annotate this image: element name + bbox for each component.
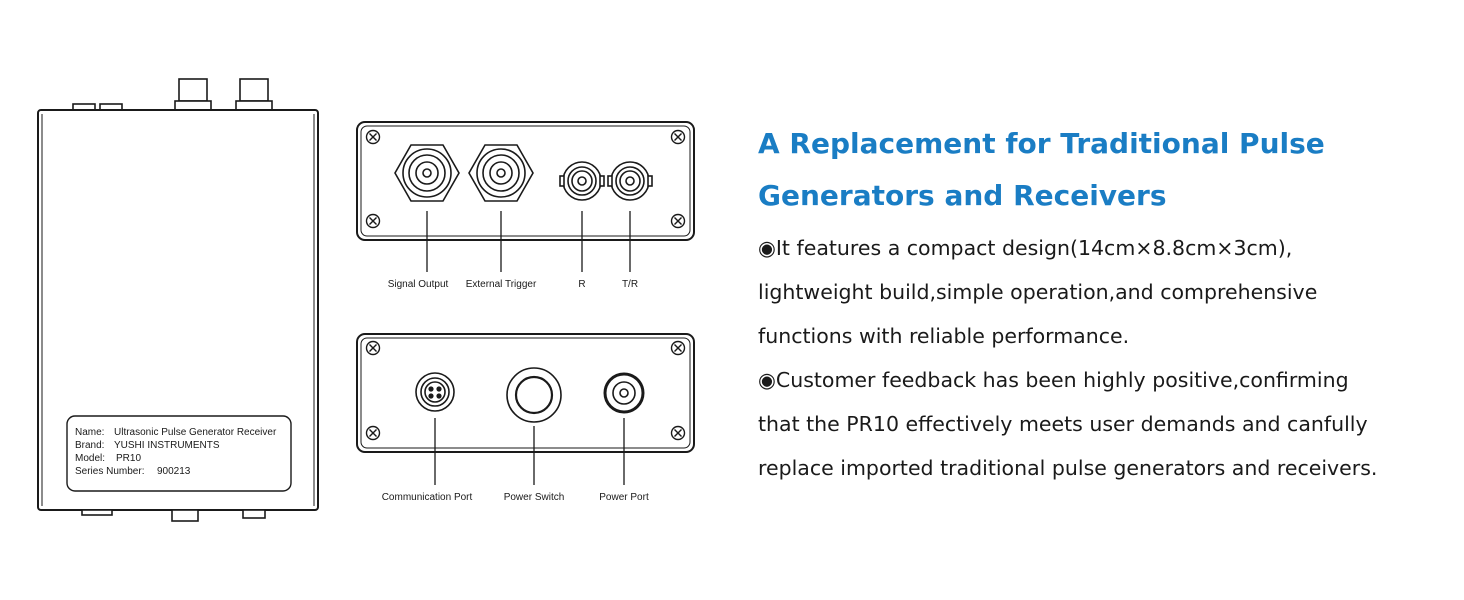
r-connector	[559, 161, 605, 201]
communication-port	[415, 372, 455, 412]
bottom-foot-right	[242, 509, 266, 519]
external-trigger-connector	[468, 144, 534, 202]
headline-line-1: A Replacement for Traditional Pulse	[758, 127, 1325, 160]
back-panel-labels: Communication Port Power Switch Power Po…	[382, 492, 649, 503]
nameplate-name-value: Ultrasonic Pulse Generator Receiver	[114, 427, 277, 438]
nameplate-name-key: Name:	[75, 427, 104, 438]
nameplate-series-key: Series Number:	[75, 466, 144, 477]
headline: A Replacement for Traditional Pulse Gene…	[758, 118, 1438, 222]
body-line-2: lightweight build,simple operation,and c…	[758, 280, 1318, 304]
screw-icon	[365, 425, 381, 441]
label-external-trigger: External Trigger	[466, 279, 537, 290]
screw-icon	[670, 340, 686, 356]
top-bnc-connector-2	[235, 78, 273, 111]
body-line-6: replace imported traditional pulse gener…	[758, 456, 1378, 480]
screw-icon	[365, 340, 381, 356]
label-signal-output: Signal Output	[388, 279, 449, 290]
label-tr: T/R	[622, 279, 638, 290]
label-r: R	[578, 279, 585, 290]
back-panel-leader-lines	[434, 418, 625, 485]
label-power-port: Power Port	[599, 492, 649, 503]
label-power-switch: Power Switch	[504, 492, 565, 503]
power-switch	[506, 367, 562, 423]
headline-line-2: Generators and Receivers	[758, 179, 1167, 212]
bottom-foot-left	[81, 509, 113, 516]
body-line-4: ◉Customer feedback has been highly posit…	[758, 368, 1349, 392]
nameplate-text: Name: Ultrasonic Pulse Generator Receive…	[75, 427, 277, 477]
nameplate-model-value: PR10	[116, 453, 141, 464]
nameplate-brand-key: Brand:	[75, 440, 104, 451]
device-side-view	[37, 78, 319, 522]
body-line-1: ◉It features a compact design(14cm×8.8cm…	[758, 236, 1293, 260]
screw-icon	[365, 129, 381, 145]
tr-connector	[607, 161, 653, 201]
screw-icon	[670, 425, 686, 441]
front-panel	[356, 121, 695, 272]
nameplate-brand-value: YUSHI INSTRUMENTS	[114, 440, 220, 451]
signal-output-connector	[394, 144, 460, 202]
screw-icon	[365, 213, 381, 229]
screw-icon	[670, 129, 686, 145]
body-line-3: functions with reliable performance.	[758, 324, 1130, 348]
nameplate-model-key: Model:	[75, 453, 105, 464]
nameplate	[66, 415, 292, 492]
front-panel-labels: Signal Output External Trigger R T/R	[388, 279, 638, 290]
feature-description: ◉It features a compact design(14cm×8.8cm…	[758, 226, 1448, 490]
body-line-5: that the PR10 effectively meets user dem…	[758, 412, 1368, 436]
label-communication-port: Communication Port	[382, 492, 473, 503]
power-port	[603, 372, 645, 414]
screw-icon	[670, 213, 686, 229]
top-bnc-connector-1	[174, 78, 212, 111]
back-panel	[356, 333, 695, 485]
nameplate-series-value: 900213	[157, 466, 191, 477]
front-panel-leader-lines	[426, 211, 631, 272]
bottom-connector	[171, 509, 199, 522]
